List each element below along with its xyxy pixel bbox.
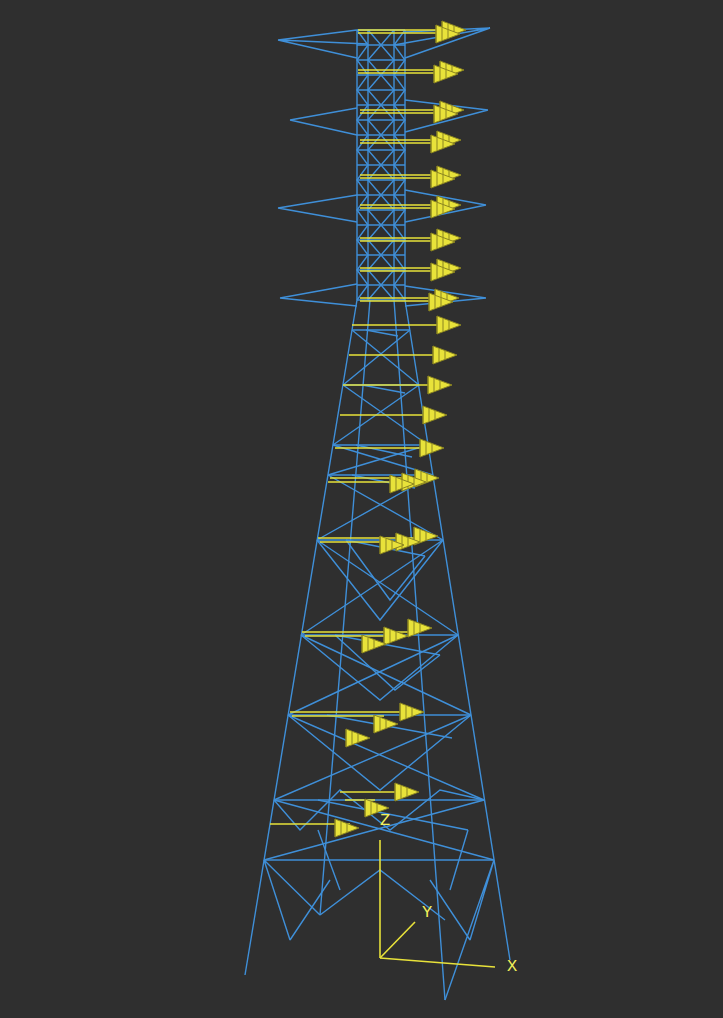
tower-members — [245, 28, 510, 1000]
axis-label: Y — [422, 904, 432, 921]
axis-triad — [380, 840, 495, 967]
arrow-heads — [335, 21, 466, 837]
load-arrows — [270, 30, 452, 824]
axis-label: Z — [380, 812, 390, 829]
axis-label: X — [507, 958, 517, 975]
